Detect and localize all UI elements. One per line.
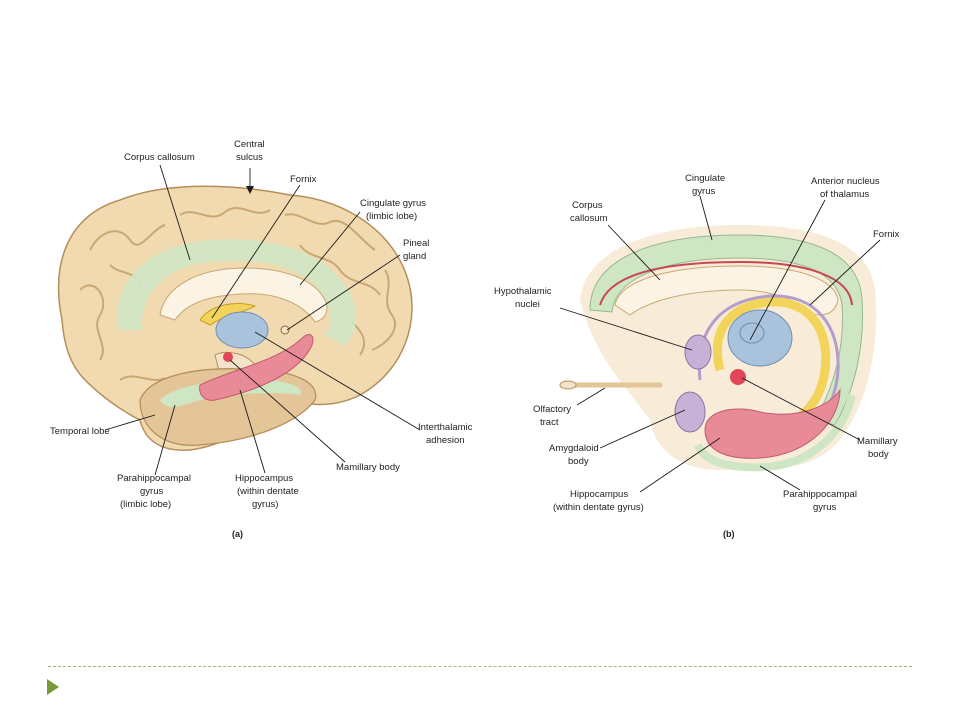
label-a-interthalamic-2: adhesion bbox=[426, 435, 465, 446]
label-b-olfactory-1: Olfactory bbox=[533, 404, 571, 415]
anterior-nucleus-thalamus bbox=[727, 309, 793, 367]
gyri-pattern bbox=[79, 207, 396, 381]
label-a-central-sulcus-1: Central bbox=[234, 139, 265, 150]
label-a-corpus-callosum: Corpus callosum bbox=[124, 152, 195, 163]
label-b-anterior-nucleus-1: Anterior nucleus bbox=[811, 176, 880, 187]
parahippocampal-gyrus-b bbox=[694, 394, 856, 472]
stria-line bbox=[599, 260, 853, 306]
fornix-region bbox=[199, 303, 257, 326]
thalamus-region bbox=[215, 311, 269, 349]
label-b-cingulate-2: gyrus bbox=[692, 186, 715, 197]
label-b-hypothalamic-1: Hypothalamic bbox=[494, 286, 552, 297]
hippocampus-region bbox=[199, 334, 314, 401]
label-b-amygdaloid-2: body bbox=[568, 456, 589, 467]
label-b-parahippocampal-2: gyrus bbox=[813, 502, 836, 513]
label-a-fornix: Fornix bbox=[290, 174, 317, 185]
label-b-fornix: Fornix bbox=[873, 229, 900, 240]
label-b-amygdaloid-1: Amygdaloid bbox=[549, 443, 599, 454]
olfactory-bulb bbox=[559, 380, 577, 390]
hippocampus-b bbox=[704, 388, 841, 459]
label-a-parahippocampal-3: (limbic lobe) bbox=[120, 499, 171, 510]
label-b-parahippocampal-1: Parahippocampal bbox=[783, 489, 857, 500]
label-b-hippocampus-1: Hippocampus bbox=[570, 489, 628, 500]
label-a-central-sulcus-2: sulcus bbox=[236, 152, 263, 163]
amygdaloid-body bbox=[674, 391, 706, 433]
label-b-cingulate-1: Cingulate bbox=[685, 173, 725, 184]
label-b-olfactory-2: tract bbox=[540, 417, 559, 428]
label-a-pineal-gland-2: gland bbox=[403, 251, 426, 262]
label-b-mamillary-2: body bbox=[868, 449, 889, 460]
label-b-corpus-callosum-2: callosum bbox=[570, 213, 608, 224]
mamillary-body-a bbox=[223, 352, 233, 362]
thalamus-inner bbox=[739, 322, 765, 344]
label-a-pineal-gland-1: Pineal bbox=[403, 238, 429, 249]
bullet-arrow-icon bbox=[47, 679, 59, 695]
caption-b: (b) bbox=[723, 529, 735, 539]
footer-divider bbox=[48, 666, 912, 667]
label-a-hippocampus-3: gyrus) bbox=[252, 499, 278, 510]
corpus-callosum-b bbox=[614, 265, 839, 316]
label-a-hippocampus-2: (within dentate bbox=[237, 486, 299, 497]
figure-a-brain-medial-view bbox=[57, 164, 421, 476]
mamillary-body-b bbox=[730, 369, 746, 385]
label-b-hippocampus-2: (within dentate gyrus) bbox=[553, 502, 644, 513]
cingulate-gyrus-region bbox=[116, 239, 357, 345]
label-b-anterior-nucleus-2: of thalamus bbox=[820, 189, 869, 200]
label-a-cingulate-gyrus-2: (limbic lobe) bbox=[366, 211, 417, 222]
label-a-mamillary-body: Mamillary body bbox=[336, 462, 400, 473]
figure-b-limbic-system bbox=[559, 195, 881, 493]
label-a-interthalamic-1: Interthalamic bbox=[418, 422, 473, 433]
caption-a: (a) bbox=[232, 529, 243, 539]
label-a-hippocampus-1: Hippocampus bbox=[235, 473, 293, 484]
label-b-corpus-callosum-1: Corpus bbox=[572, 200, 603, 211]
label-a-temporal-lobe: Temporal lobe bbox=[50, 426, 110, 437]
label-a-parahippocampal-1: Parahippocampal bbox=[117, 473, 191, 484]
label-a-parahippocampal-2: gyrus bbox=[140, 486, 163, 497]
label-a-cingulate-gyrus-1: Cingulate gyrus bbox=[360, 198, 426, 209]
label-b-hypothalamic-2: nuclei bbox=[515, 299, 540, 310]
pineal-gland-a bbox=[280, 325, 290, 335]
hypothalamic-nuclei bbox=[684, 334, 712, 370]
label-b-mamillary-1: Mamillary bbox=[857, 436, 898, 447]
